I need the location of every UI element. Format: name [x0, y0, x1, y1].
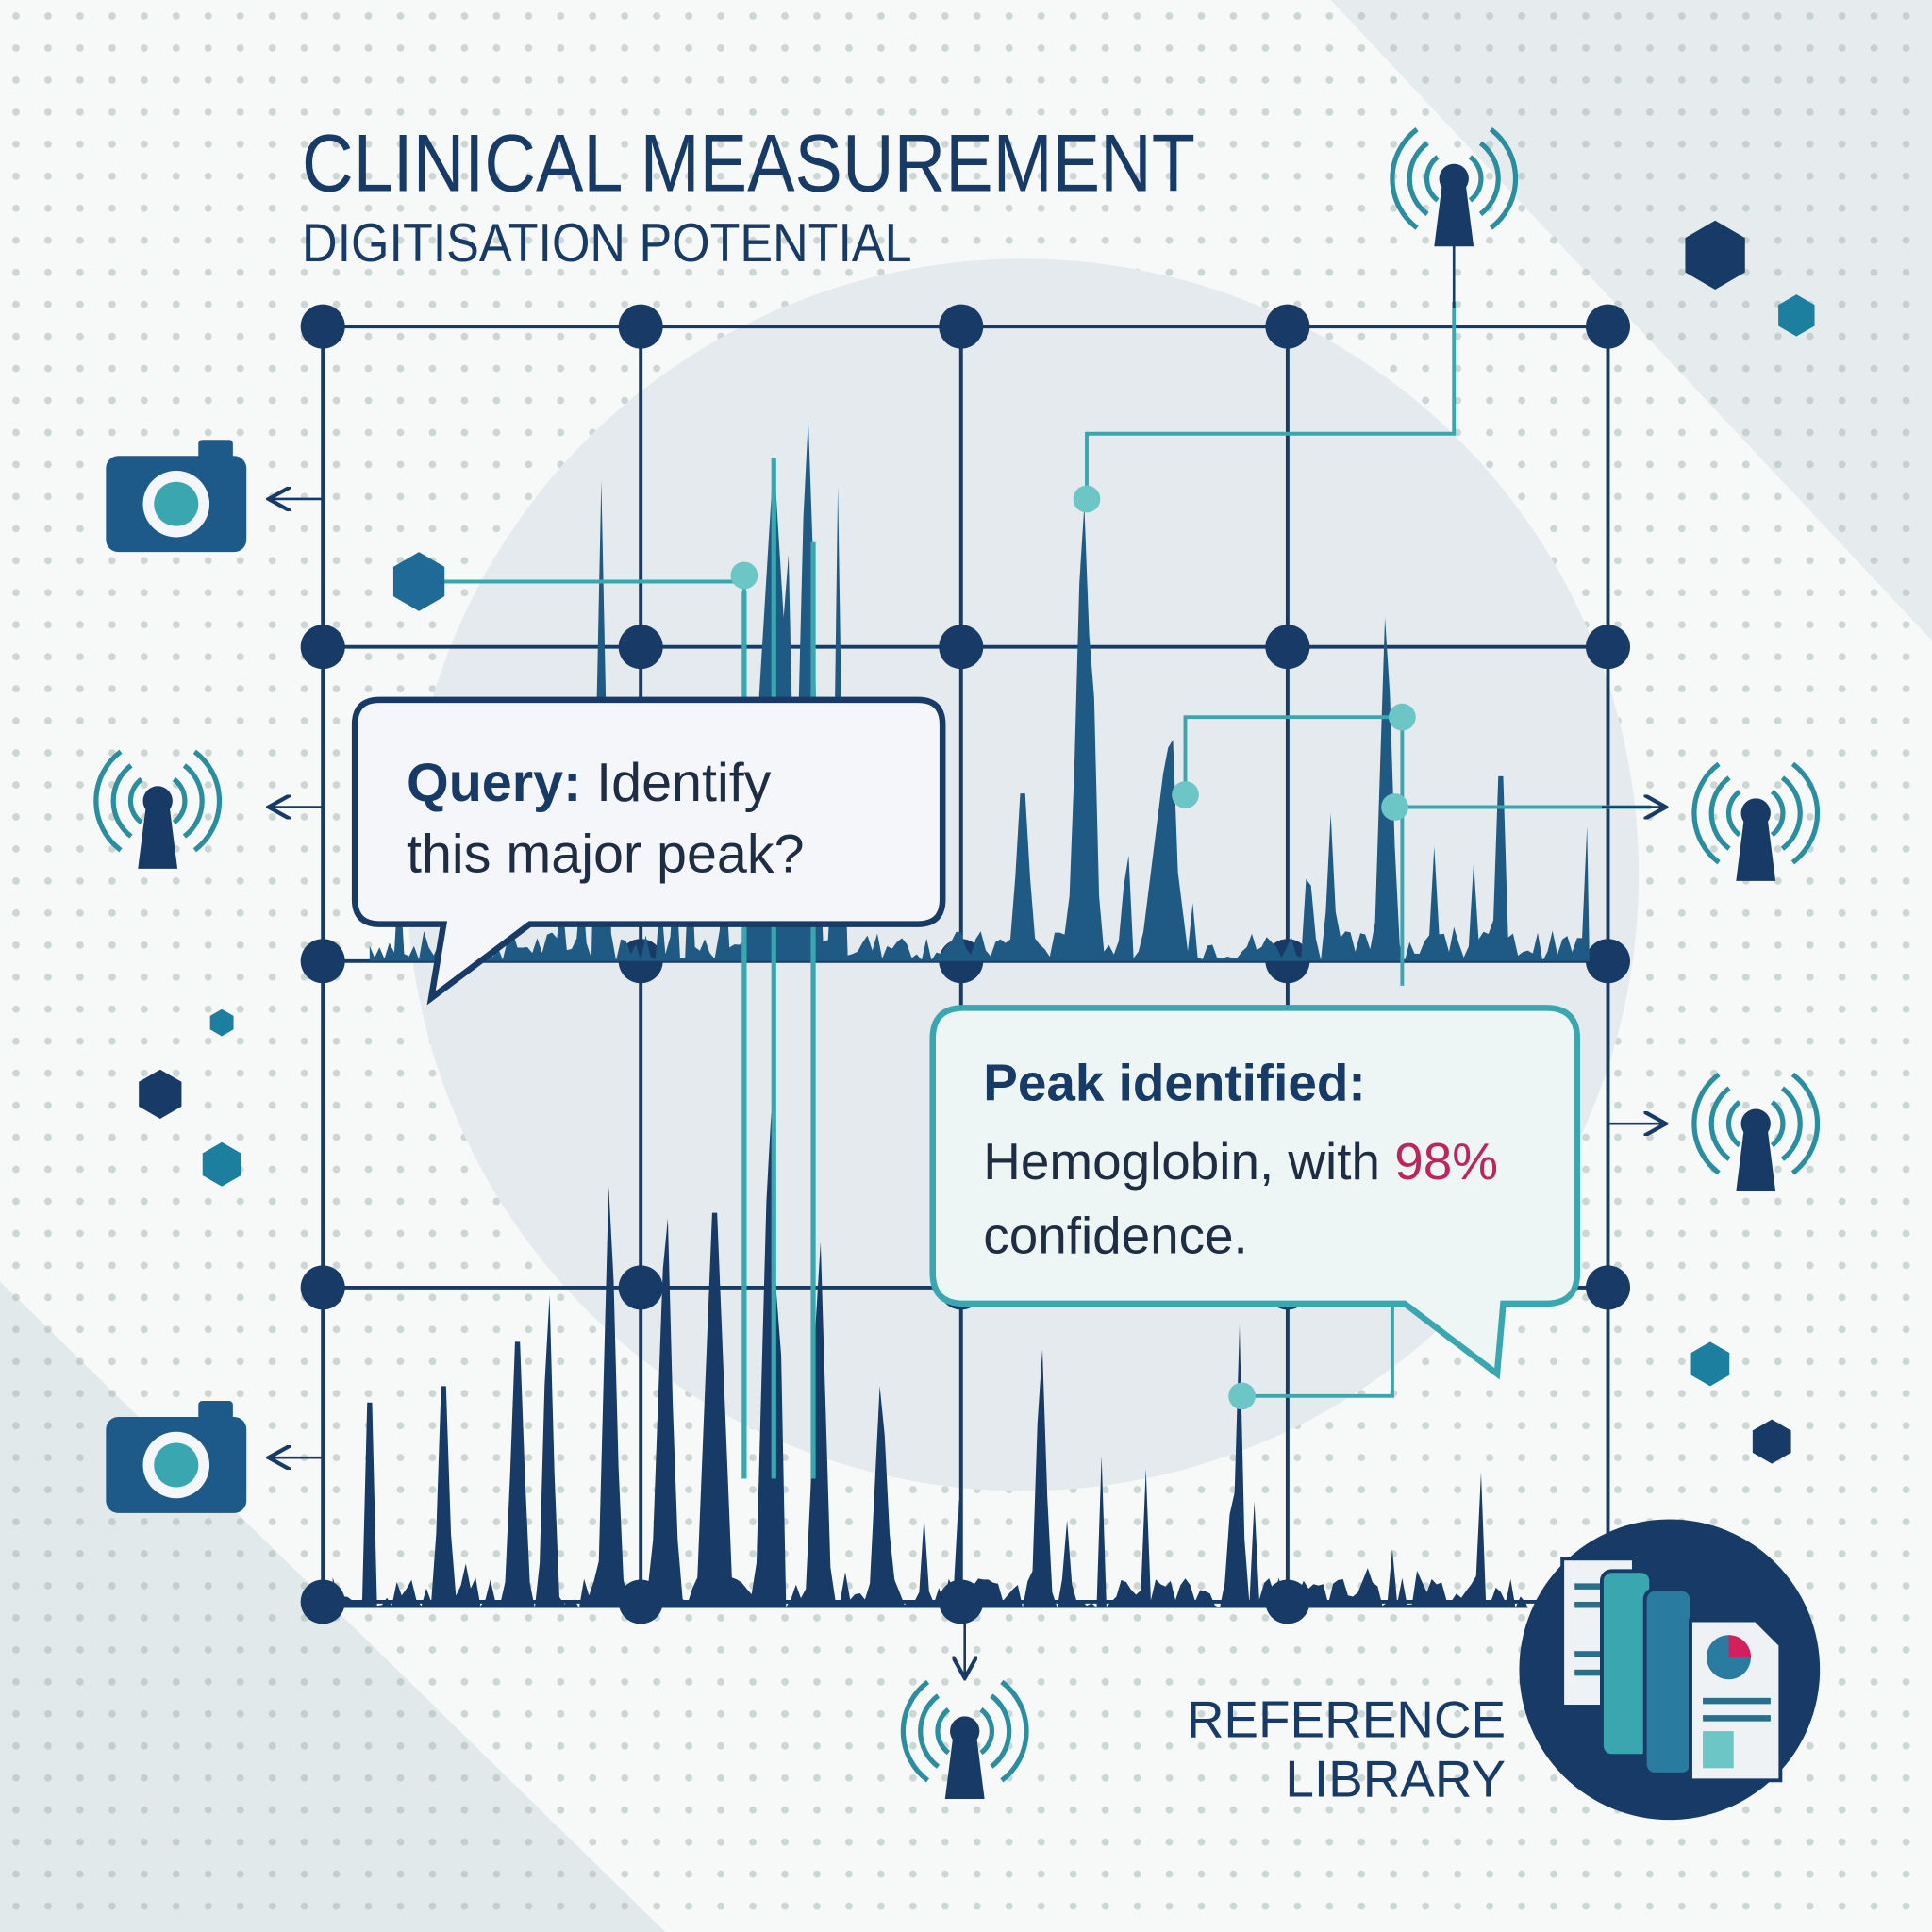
signal-wave [1770, 789, 1786, 838]
signal-wave [1725, 1100, 1741, 1148]
signal-wave [1790, 761, 1821, 865]
antenna-icon [1691, 761, 1821, 881]
signal-wave [918, 1693, 941, 1769]
camera-lens [154, 481, 199, 526]
camera-lens [154, 1442, 199, 1488]
grid-node [1265, 625, 1310, 670]
hexagon-icon [1685, 220, 1745, 290]
grid-node [939, 625, 984, 670]
camera-flash [198, 1401, 233, 1421]
antenna-head [950, 1716, 980, 1746]
svg-text:Hemoglobin, with 98%: Hemoglobin, with 98% [983, 1132, 1498, 1191]
reference-library: REFERENCE LIBRARY [1187, 1519, 1821, 1821]
hexagon-icon [1778, 294, 1815, 337]
signal-wave [1790, 1072, 1821, 1175]
signal-wave [1691, 1072, 1721, 1175]
camera-icon [106, 1401, 247, 1513]
antenna-head [1740, 798, 1771, 828]
confidence-value: 98% [1394, 1132, 1498, 1191]
antenna-mast [1736, 1124, 1776, 1192]
grid-node [939, 304, 984, 349]
signal-wave [1780, 775, 1803, 851]
svg-text:Query: Identify: Query: Identify [407, 753, 772, 813]
signal-wave [990, 1693, 1012, 1769]
library-label-line1: REFERENCE [1187, 1690, 1506, 1749]
signal-wave [1691, 761, 1721, 865]
antenna-icon [1691, 1072, 1821, 1192]
page-title: CLINICAL MEASUREMENT [302, 118, 1195, 208]
hexagon-icon [209, 1008, 234, 1037]
signal-wave [182, 763, 205, 839]
antenna-head [1439, 163, 1469, 194]
grid-node [618, 625, 663, 670]
signal-wave [1708, 775, 1731, 851]
antenna-head [1740, 1108, 1771, 1139]
antenna-icon [900, 1679, 1029, 1799]
grid-node [618, 304, 663, 349]
signal-wave [127, 776, 143, 825]
grid-node [300, 939, 345, 984]
hexagon-icon [1690, 1341, 1730, 1387]
connector-dots [730, 485, 1416, 1410]
query-text-line2: this major peak? [407, 824, 805, 885]
signal-wave [900, 1679, 930, 1783]
signal-wave [1000, 1679, 1029, 1783]
antenna-mast [138, 800, 178, 869]
grid-node [1585, 304, 1630, 349]
signal-wave [979, 1707, 995, 1756]
grid-node [300, 625, 345, 670]
grid-node [300, 304, 345, 349]
signal-wave [1468, 155, 1484, 203]
signal-wave [1407, 141, 1429, 217]
camera-icon [106, 440, 247, 553]
grid-node [300, 1265, 345, 1310]
antenna-mast [944, 1731, 985, 1799]
antenna-icon [93, 749, 223, 869]
hexagon-icon [392, 552, 445, 611]
hexagon-icon [139, 1069, 182, 1119]
grid-node [1585, 1265, 1630, 1310]
antenna-mast [1434, 178, 1474, 247]
grid-node [1585, 625, 1630, 670]
library-label-line2: LIBRARY [1285, 1749, 1506, 1807]
signal-wave [192, 749, 223, 853]
hexagon-icon [202, 1141, 242, 1187]
signal-wave [1478, 141, 1501, 217]
signal-wave [1390, 127, 1419, 230]
signal-wave [93, 749, 123, 853]
antenna-head [142, 786, 173, 816]
antenna-icon [1390, 127, 1519, 247]
signal-wave [1770, 1100, 1786, 1148]
page-subtitle: DIGITISATION POTENTIAL [302, 213, 912, 274]
query-label: Query: [407, 753, 581, 813]
camera-flash [198, 440, 233, 460]
signal-wave [110, 763, 133, 839]
spectrum-lower [332, 1110, 1528, 1608]
grid-node [1585, 939, 1630, 984]
grid-node [618, 1265, 663, 1310]
hexagon-icon [1752, 1419, 1791, 1464]
query-text-line1: Identify [596, 753, 772, 813]
signal-wave [935, 1707, 951, 1756]
signal-wave [1489, 127, 1519, 230]
signal-wave [1708, 1086, 1731, 1161]
signal-wave [172, 776, 188, 825]
answer-text-line2: Hemoglobin, with [983, 1132, 1380, 1191]
answer-speech-bubble: Peak identified: Hemoglobin, with 98% co… [929, 1005, 1581, 1380]
answer-text-line3: confidence. [983, 1206, 1248, 1264]
grid-node [1265, 304, 1310, 349]
antenna-mast [1736, 813, 1776, 881]
books-icon [1599, 1569, 1694, 1776]
signal-wave [1424, 155, 1440, 203]
answer-label: Peak identified: [983, 1053, 1365, 1111]
query-speech-bubble: Query: Identify this major peak? [351, 696, 946, 1006]
report-document-icon [1689, 1618, 1783, 1783]
signal-wave [1725, 789, 1741, 838]
signal-wave [1780, 1086, 1803, 1161]
